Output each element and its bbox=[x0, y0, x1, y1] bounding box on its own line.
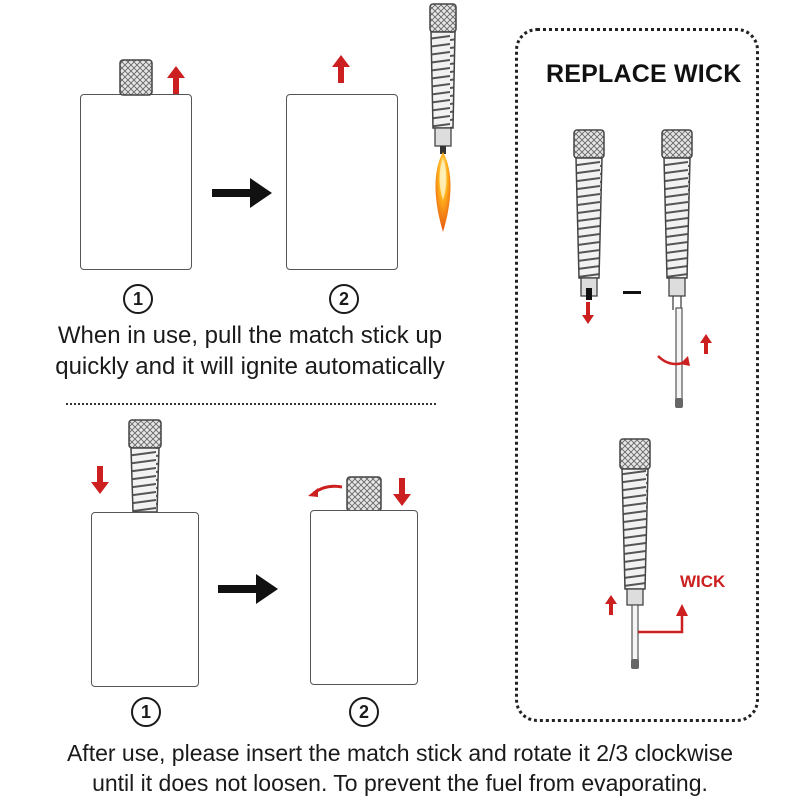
replace-wick-panel bbox=[515, 28, 759, 722]
arrow-right-icon bbox=[212, 178, 272, 208]
lighter-case bbox=[91, 512, 199, 687]
step-badge: 1 bbox=[131, 697, 161, 727]
match-stick-knob bbox=[346, 476, 382, 512]
arrow-up-icon bbox=[605, 595, 617, 615]
step-badge: 2 bbox=[329, 284, 359, 314]
arrow-down-icon bbox=[91, 466, 109, 494]
match-stick-open bbox=[661, 129, 693, 310]
usage-caption-line-1: When in use, pull the match stick up bbox=[57, 322, 443, 349]
arrow-down-icon bbox=[582, 302, 594, 324]
burning-match-stick bbox=[429, 3, 457, 232]
arrow-right-icon bbox=[218, 574, 278, 604]
wick-pointer-arrow bbox=[638, 604, 688, 634]
rotate-arrow-icon bbox=[308, 484, 343, 497]
match-stick-with-wick bbox=[619, 438, 651, 669]
lighter-case bbox=[286, 94, 398, 270]
wick-rod bbox=[675, 307, 683, 408]
usage-caption-line-2: quickly and it will ignite automatically bbox=[55, 353, 445, 380]
dash-separator bbox=[623, 291, 641, 294]
arrow-up-icon bbox=[167, 66, 185, 94]
arrow-up-icon bbox=[700, 334, 712, 354]
rotate-arrow-icon bbox=[657, 355, 690, 366]
arrow-up-icon bbox=[332, 55, 350, 83]
lighter-case bbox=[80, 94, 192, 270]
step-badge: 2 bbox=[349, 697, 379, 727]
match-stick-inserting bbox=[128, 419, 162, 513]
section-divider bbox=[66, 403, 436, 405]
step-badge: 1 bbox=[123, 284, 153, 314]
wick-label: WICK bbox=[680, 572, 726, 591]
arrow-down-icon bbox=[393, 478, 411, 506]
match-stick-unscrewed bbox=[573, 129, 605, 300]
replace-wick-title: REPLACE WICK bbox=[546, 60, 742, 88]
storage-caption-line-2: until it does not loosen. To prevent the… bbox=[92, 770, 708, 796]
lighter-case bbox=[310, 510, 418, 685]
storage-caption-line-1: After use, please insert the match stick… bbox=[66, 740, 734, 766]
match-stick-knob bbox=[119, 59, 153, 96]
